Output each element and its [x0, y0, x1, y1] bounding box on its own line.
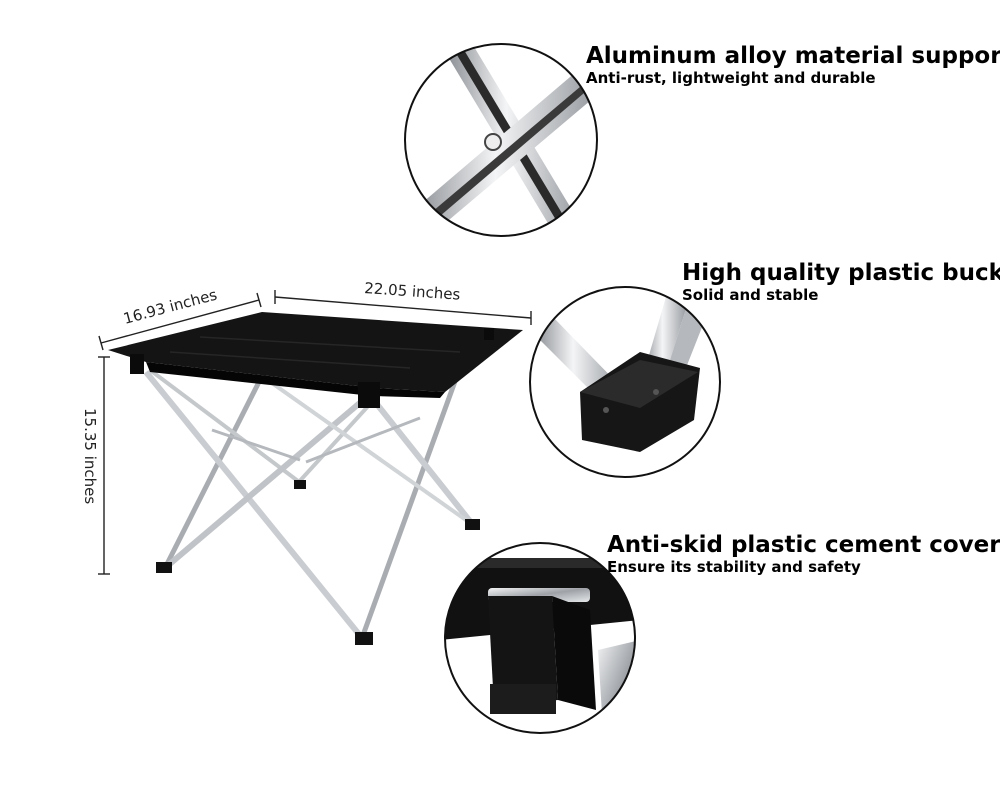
feature-title: Aluminum alloy material support	[586, 43, 1000, 69]
table-leg	[162, 374, 265, 570]
foot-cover	[355, 632, 373, 645]
foot-cover	[294, 480, 306, 489]
table-leg	[369, 396, 476, 527]
feature-title: High quality plastic buckle	[682, 260, 1000, 286]
depth-dimension-label: 16.93 inches	[121, 286, 219, 328]
feature-subtitle: Solid and stable	[682, 286, 819, 304]
feature-title: Anti-skid plastic cement covers	[607, 532, 1000, 558]
plastic-buckle	[358, 382, 380, 408]
table-leg	[359, 339, 473, 639]
height-dimension-label: 15.35 inches	[81, 408, 99, 504]
table-leg	[163, 393, 370, 571]
table-leg	[148, 368, 304, 486]
feature-aluminum: Aluminum alloy material support Anti-rus…	[586, 43, 1000, 87]
feature-subtitle: Anti-rust, lightweight and durable	[586, 69, 876, 87]
tabletop	[108, 312, 523, 392]
foot-cover	[156, 562, 172, 573]
foot-cover	[465, 519, 480, 530]
anti-skid-foot-cover-icon	[444, 542, 636, 734]
dimension-lines	[98, 290, 532, 575]
feature-buckle: High quality plastic buckle Solid and st…	[682, 260, 1000, 304]
feature-anti-skid: Anti-skid plastic cement covers Ensure i…	[607, 532, 1000, 576]
table-leg	[260, 374, 475, 527]
plastic-leg-buckle-icon	[529, 286, 721, 478]
feature-subtitle: Ensure its stability and safety	[607, 558, 861, 576]
plastic-buckle	[130, 354, 144, 374]
table-leg	[143, 370, 365, 640]
aluminum-tube-joint-icon	[404, 43, 598, 237]
width-dimension-label: 22.05 inches	[364, 279, 461, 304]
folding-table	[108, 312, 523, 645]
